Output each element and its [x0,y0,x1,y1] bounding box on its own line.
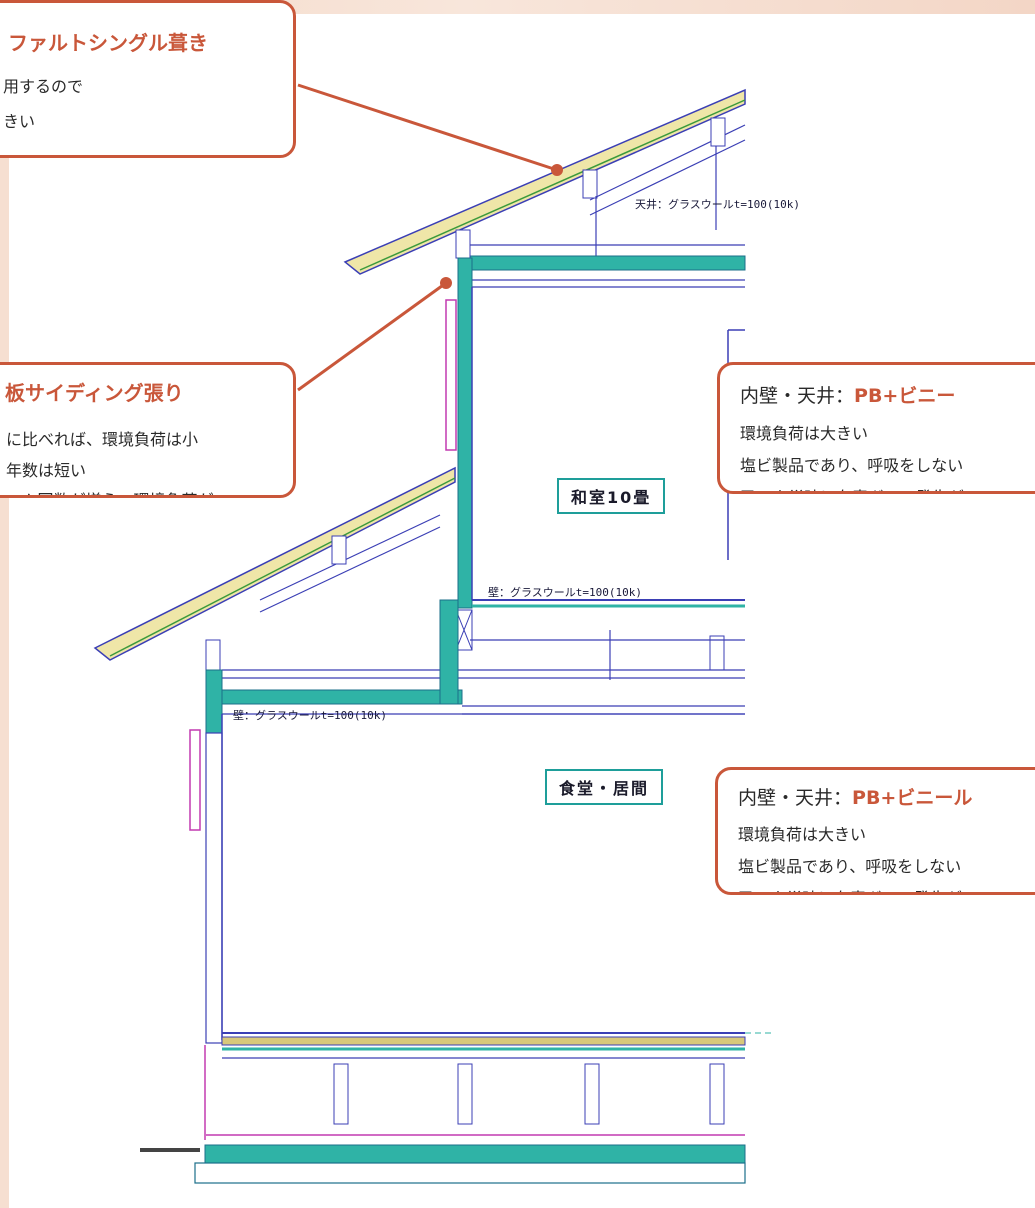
room-label-upper: 和室10畳 [557,478,666,514]
annotation-wall-upper: 壁：グラスウールt=100(10k) [488,586,643,599]
callout-wall-title: 板サイディング張り [5,381,184,405]
left-decor-band [0,0,9,1208]
callout-interior-upper: 内壁・天井：PB+ビニー 環境負荷は大きい 塩ビ製品であり、呼吸をしない 又、火… [717,362,1035,494]
callout-interior-lower-line-1: 環境負荷は大きい [738,825,867,844]
callout-interior-lower-line-3: 又、火災時に有毒ガスの発生が [738,885,962,892]
room-label-lower: 食堂・居間 [545,769,664,805]
lower-wall [189,669,223,1044]
callout-interior-lower-line-2: 塩ビ製品であり、呼吸をしない [738,857,962,876]
callout-wall-line-3: ーム回数が増え、環境負荷が [6,487,214,495]
callout-roof: ファルトシングル葺き 用するので きい [0,0,296,158]
callout-interior-upper-accent: PB+ビニー [854,385,956,407]
callout-interior-lower-title: 内壁・天井：PB+ビニール [738,787,973,809]
upper-ceiling [469,244,746,288]
annotation-wall-lower: 壁：グラスウールt=100(10k) [233,709,388,722]
leader-lines [297,83,563,392]
callout-roof-line-1: 用するので [3,77,84,96]
callout-interior-upper-title: 内壁・天井：PB+ビニー [740,385,956,407]
ground-floor [140,1032,775,1184]
callout-wall-line-1: に比べれば、環境負荷は小 [6,430,199,449]
callout-roof-line-2: きい [3,112,36,131]
upper-wall [445,229,745,651]
lower-roof [93,466,456,671]
callout-wall-line-2: 年数は短い [6,461,87,480]
upper-floor [221,599,745,715]
callout-interior-upper-line-1: 環境負荷は大きい [740,424,869,443]
callout-interior-upper-line-3: 又、火災時に有毒ガスの発生が [740,484,964,491]
callout-interior-upper-line-2: 塩ビ製品であり、呼吸をしない [740,456,964,475]
callout-roof-title: ファルトシングル葺き [8,31,208,55]
callout-wall: 板サイディング張り に比べれば、環境負荷は小 年数は短い ーム回数が増え、環境負… [0,362,296,498]
callout-interior-lower: 内壁・天井：PB+ビニール 環境負荷は大きい 塩ビ製品であり、呼吸をしない 又、… [715,767,1035,895]
upper-roof [343,88,746,275]
annotation-ceiling: 天井：グラスウールt=100(10k) [635,198,801,211]
callout-interior-lower-accent: PB+ビニール [852,787,973,809]
